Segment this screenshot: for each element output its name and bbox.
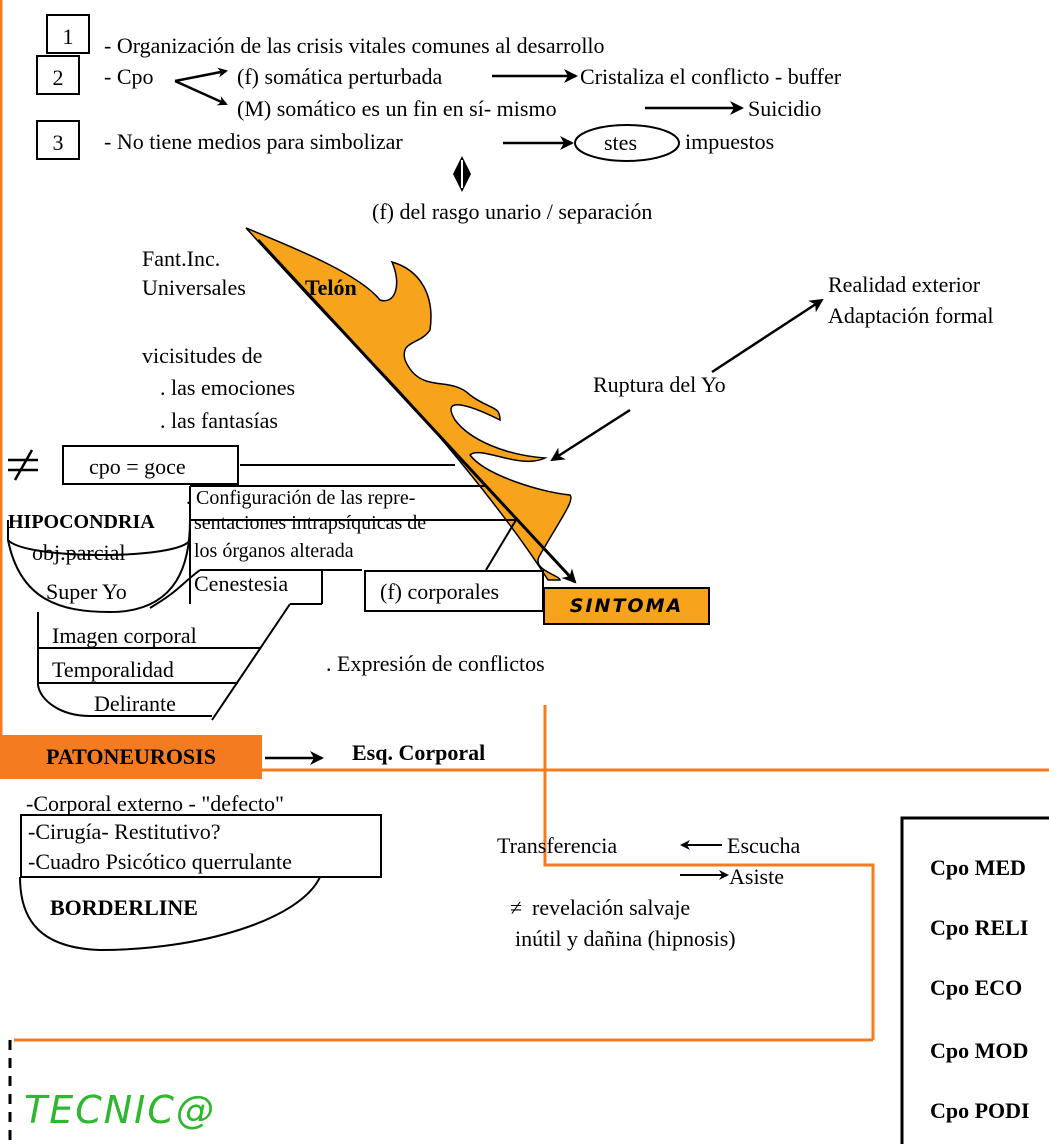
item-2-result-b: Suicidio (748, 96, 822, 121)
vicisitudes-line-1: vicisitudes de (142, 343, 263, 368)
item-2-result-a: Cristaliza el conflicto - buffer (580, 64, 842, 89)
patoneurosis-box: PATONEUROSIS (0, 735, 262, 779)
ruptura-label: Ruptura del Yo (593, 372, 726, 397)
double-arrow-icon (453, 156, 471, 192)
item-1-text: - Organización de las crisis vitales com… (104, 33, 605, 58)
borderline-line-2: -Cuadro Psicótico querrulante (28, 849, 292, 874)
neq-small-icon: ≠ (510, 895, 523, 920)
f-corporales-box: (f) corporales (364, 570, 544, 612)
hipocondria-imagen: Imagen corporal (52, 623, 197, 648)
cpo-podi: Cpo PODI (930, 1098, 1030, 1123)
cpo-mod: Cpo MOD (930, 1038, 1029, 1063)
configuracion-line-3: los órganos alterada (194, 540, 354, 562)
cpo-reli: Cpo RELI (930, 915, 1029, 940)
corporal-externo-label: -Corporal externo - "defecto" (26, 791, 285, 816)
number-3: 3 (52, 130, 64, 155)
number-box-1: 1 (46, 14, 90, 54)
hipocondria-delirante: Delirante (94, 691, 176, 716)
cpo-goce-box: cpo = goce (62, 445, 239, 485)
cpo-goce-label: cpo = goce (89, 454, 186, 479)
expresion-label: . Expresión de conflictos (326, 651, 545, 676)
neq-icon (8, 449, 38, 481)
stes-ellipse (574, 124, 680, 162)
escucha-label: Escucha (727, 833, 801, 858)
item-2-text: - Cpo (104, 64, 154, 89)
transferencia-label: Transferencia (497, 833, 618, 858)
arrow-to-sintoma (256, 238, 577, 584)
fant-inc-line-1: Fant.Inc. (142, 246, 221, 271)
configuracion-line-2: sentaciones intrapsíquicas de (194, 512, 427, 534)
cpo-split-arrows (174, 67, 228, 106)
hipocondria-funnel (7, 519, 517, 721)
hipocondria-obj-parcial: obj.parcial (32, 540, 126, 565)
esq-corporal-label: Esq. Corporal (352, 740, 486, 765)
rasgo-label: (f) del rasgo unario / separación (372, 199, 653, 224)
realidad-line-1: Realidad exterior (828, 272, 981, 297)
asiste-label: Asiste (729, 864, 784, 889)
orange-frame (0, 0, 1049, 1042)
cpo-med: Cpo MED (930, 855, 1026, 880)
borderline-label: BORDERLINE (50, 895, 198, 920)
impuestos-label: impuestos (685, 129, 775, 154)
vicisitudes-line-3: . las fantasías (160, 408, 278, 433)
arrow-ruptura-flame (550, 408, 631, 462)
item-3-text: - No tiene medios para simbolizar (104, 129, 403, 154)
sintoma-box: SINTOMA (543, 587, 710, 625)
cpo-frame (900, 816, 1049, 1144)
borderline-box: -Cirugía- Restitutivo? -Cuadro Psicótico… (20, 814, 382, 878)
hipocondria-super-yo: Super Yo (46, 579, 127, 604)
hipocondria-temporalidad: Temporalidad (52, 657, 174, 682)
number-1: 1 (62, 24, 74, 49)
tecnic-title: TECNIC@ (24, 1088, 216, 1132)
revelacion-line-1: revelación salvaje (532, 895, 691, 920)
hipocondria-title: HIPOCONDRIA (8, 511, 155, 533)
fant-inc-line-2: Universales (142, 275, 246, 300)
item-2-branch-b: (M) somático es un fin en sí- mismo (237, 96, 557, 121)
number-2: 2 (52, 65, 64, 90)
number-box-2: 2 (36, 55, 80, 95)
cenestesia-label: Cenestesia (194, 571, 289, 596)
cpo-eco: Cpo ECO (930, 975, 1023, 1000)
configuracion-box (189, 485, 486, 604)
stes-label: stes (604, 130, 637, 155)
arrow-realidad (711, 298, 824, 374)
telon-label: Telón (305, 275, 357, 300)
f-corporales-label: (f) corporales (380, 579, 500, 604)
number-box-3: 3 (36, 120, 80, 160)
revelacion-line-2: inútil y dañina (hipnosis) (515, 926, 736, 951)
realidad-line-2: Adaptación formal (828, 303, 994, 328)
item-2-branch-a: (f) somática perturbada (237, 64, 443, 89)
borderline-line-1: -Cirugía- Restitutivo? (28, 819, 221, 844)
configuracion-line-1: . Configuración de las repre- (186, 487, 416, 509)
vicisitudes-line-2: . las emociones (160, 375, 296, 400)
borderline-funnel (19, 876, 321, 952)
